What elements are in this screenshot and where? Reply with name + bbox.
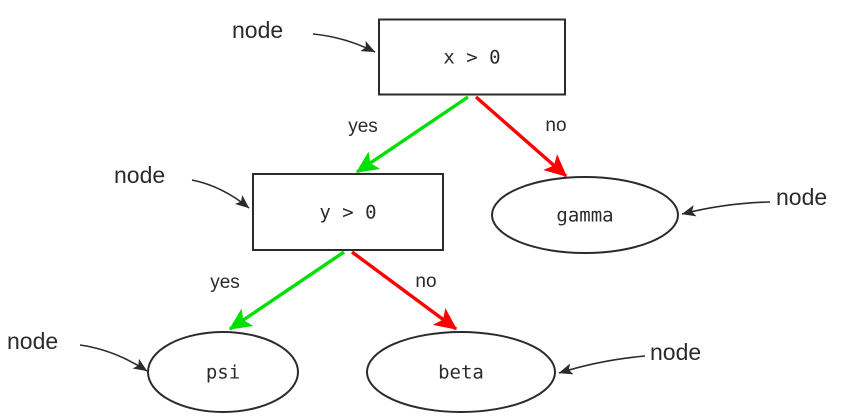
edge-inner-no[interactable] bbox=[350, 250, 458, 331]
node-gamma[interactable]: gamma bbox=[491, 176, 679, 254]
annotation-inner: node bbox=[114, 162, 250, 209]
node-psi[interactable]: psi bbox=[147, 331, 299, 413]
node-inner[interactable]: y > 0 bbox=[252, 173, 444, 251]
node-beta-label: beta bbox=[438, 362, 484, 384]
nodes-layer: x > 0 y > 0 gamma psi beta bbox=[147, 18, 679, 413]
annotations-layer: node node node node node bbox=[7, 17, 827, 375]
node-psi-shape[interactable] bbox=[147, 331, 299, 413]
annotation-beta-label: node bbox=[650, 339, 701, 365]
edge-labels-layer: yes no yes no bbox=[210, 115, 566, 293]
edge-label-inner-yes: yes bbox=[210, 272, 240, 293]
annotation-beta: node bbox=[558, 339, 701, 375]
annotation-inner-label: node bbox=[114, 162, 165, 188]
node-gamma-label: gamma bbox=[556, 205, 613, 227]
node-beta[interactable]: beta bbox=[366, 331, 556, 413]
annotation-gamma-label: node bbox=[776, 184, 827, 210]
edge-root-yes[interactable] bbox=[355, 95, 469, 174]
node-root-shape[interactable] bbox=[378, 18, 566, 96]
edge-label-inner-no: no bbox=[415, 271, 436, 292]
edge-root-no[interactable] bbox=[474, 95, 568, 178]
annotation-inner-leader bbox=[191, 179, 250, 209]
edge-inner-yes[interactable] bbox=[228, 250, 345, 331]
node-gamma-shape[interactable] bbox=[491, 176, 679, 254]
edge-label-root-no: no bbox=[545, 115, 566, 136]
annotation-root: node bbox=[232, 17, 376, 53]
annotation-root-label: node bbox=[232, 17, 283, 43]
annotation-gamma-leader bbox=[681, 201, 771, 217]
annotation-psi-leader bbox=[79, 344, 148, 372]
node-inner-label: y > 0 bbox=[319, 202, 376, 224]
node-inner-shape[interactable] bbox=[252, 173, 444, 251]
node-root[interactable]: x > 0 bbox=[378, 18, 566, 96]
annotation-psi-label: node bbox=[7, 328, 58, 354]
annotation-beta-leader bbox=[558, 355, 646, 375]
annotation-gamma: node bbox=[681, 184, 827, 217]
edge-label-root-yes: yes bbox=[348, 116, 378, 137]
annotation-psi: node bbox=[7, 328, 148, 372]
annotation-root-leader bbox=[312, 33, 376, 53]
node-root-label: x > 0 bbox=[443, 47, 500, 69]
node-beta-shape[interactable] bbox=[366, 331, 556, 413]
node-psi-label: psi bbox=[206, 362, 240, 384]
edges-layer bbox=[228, 95, 568, 331]
